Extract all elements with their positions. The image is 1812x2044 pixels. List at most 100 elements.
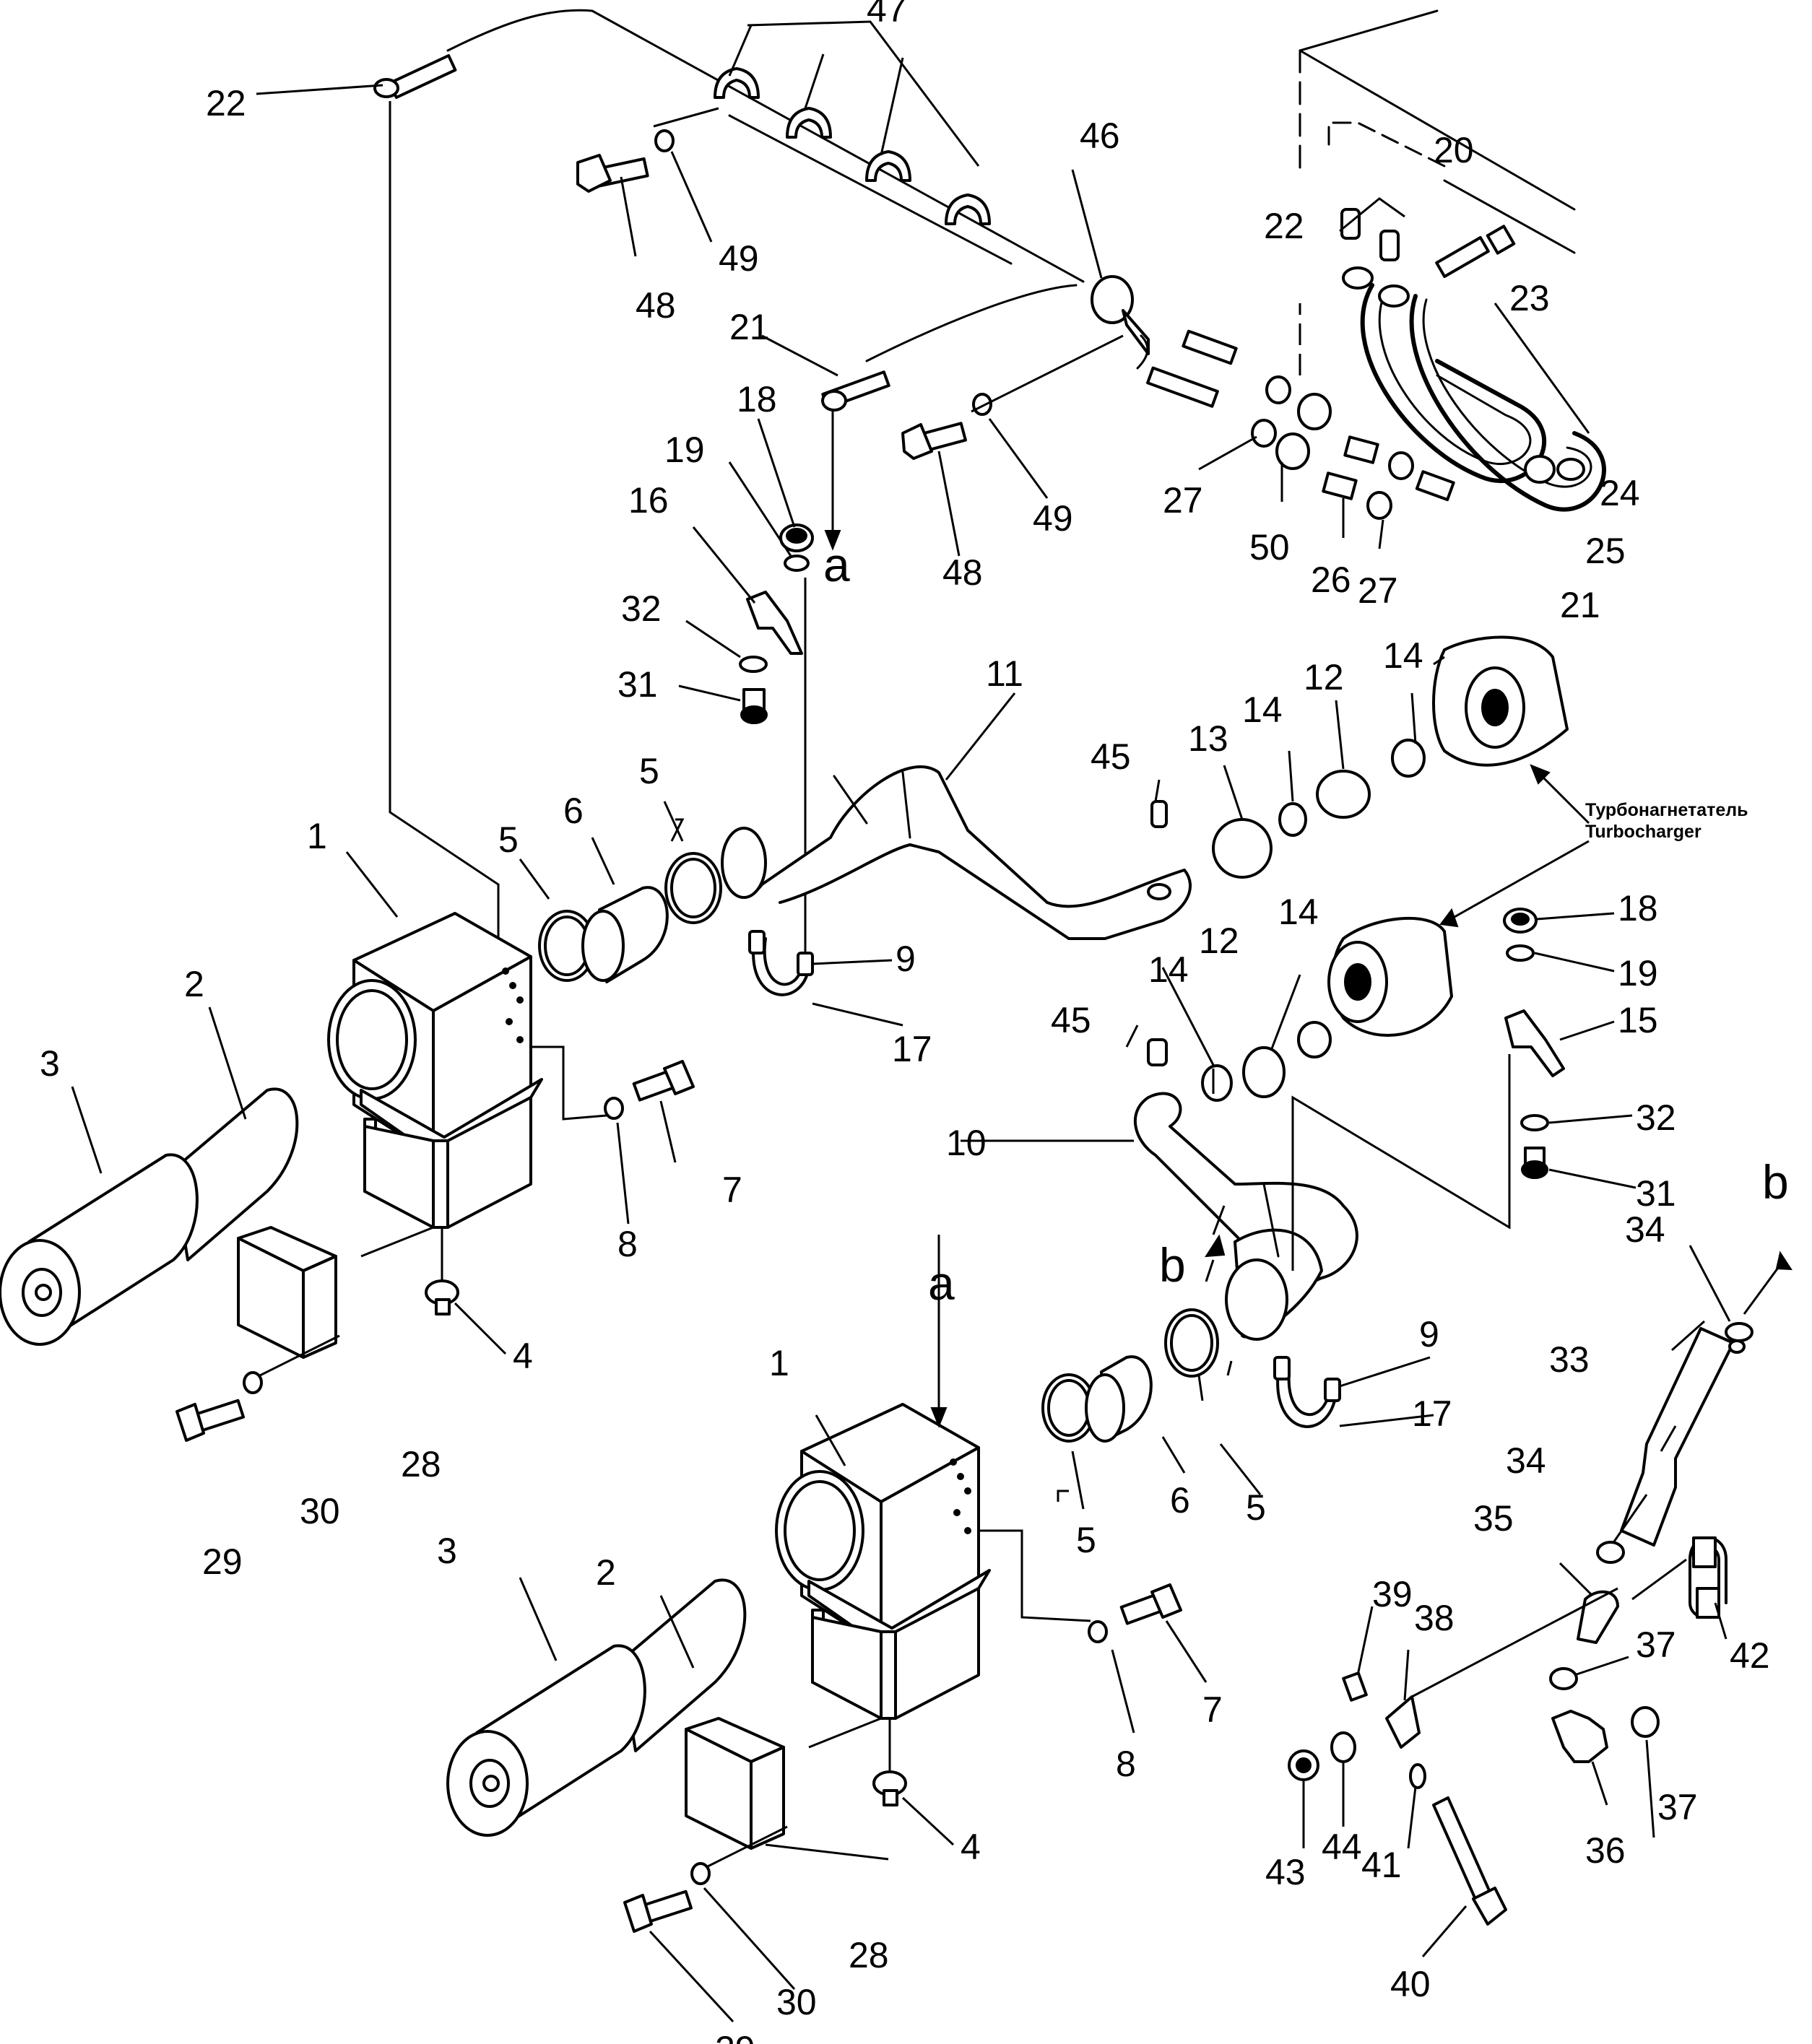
callout-19-right: 19 <box>1618 953 1658 993</box>
letter-markers: a a b b <box>823 538 1789 1310</box>
callout-9-lower: 9 <box>1419 1314 1439 1354</box>
callout-42: 42 <box>1730 1635 1770 1676</box>
callout-49-top: 49 <box>719 238 759 279</box>
upper-return-line <box>446 9 1085 362</box>
callout-27-right: 27 <box>1358 570 1398 611</box>
callout-32-top: 32 <box>621 588 662 629</box>
turbocharger-label-ru: Турбонагнетатель <box>1585 800 1748 820</box>
callout-4-lower: 4 <box>961 1827 981 1867</box>
callout-29-top: 29 <box>202 1541 243 1582</box>
drain-group-33-44 <box>1288 1251 1793 1926</box>
callout-14-c: 14 <box>1278 892 1319 932</box>
callout-22-top: 22 <box>206 83 246 123</box>
callout-18-right: 18 <box>1618 888 1658 929</box>
callout-16: 16 <box>628 480 669 521</box>
callout-48-mid: 48 <box>942 552 983 593</box>
callout-25: 25 <box>1585 531 1626 571</box>
marker-b-left: b <box>1159 1238 1186 1292</box>
callout-39: 39 <box>1372 1574 1413 1614</box>
callout-1-lower: 1 <box>769 1343 789 1383</box>
callout-48-top: 48 <box>636 285 676 326</box>
callout-10: 10 <box>946 1123 987 1163</box>
callout-8-top: 8 <box>617 1224 638 1264</box>
callout-23: 23 <box>1509 278 1550 318</box>
fitting-22 <box>373 54 457 99</box>
callout-9-top: 9 <box>896 939 916 979</box>
callout-7-lower: 7 <box>1202 1689 1223 1730</box>
callout-45-top: 45 <box>1091 736 1131 777</box>
callout-47: 47 <box>867 0 907 30</box>
callout-20: 20 <box>1434 130 1474 170</box>
marker-b-right: b <box>1762 1155 1789 1209</box>
callout-31-right: 31 <box>1636 1173 1676 1214</box>
fittings-20-23 <box>1339 197 1516 308</box>
leader-lines <box>71 84 1731 2023</box>
callout-33: 33 <box>1549 1339 1590 1380</box>
callout-50: 50 <box>1249 527 1290 567</box>
callout-49-mid: 49 <box>1033 498 1073 539</box>
callout-37-top: 37 <box>1636 1625 1676 1665</box>
callout-27-left: 27 <box>1163 480 1203 521</box>
callout-35: 35 <box>1473 1498 1514 1539</box>
callout-22-right: 22 <box>1264 206 1304 246</box>
callout-36: 36 <box>1585 1830 1626 1871</box>
callout-12-lower: 12 <box>1199 921 1239 961</box>
callout-41: 41 <box>1361 1845 1402 1885</box>
callout-14-a: 14 <box>1242 690 1283 730</box>
turbocharger-lower <box>1327 764 1590 1037</box>
callout-21-right: 21 <box>1560 585 1600 625</box>
callout-4-top: 4 <box>513 1336 533 1376</box>
callout-37-lower: 37 <box>1657 1787 1698 1827</box>
fitting-21-left <box>821 370 890 412</box>
nuts-24-25-27-50 <box>1198 303 1590 549</box>
marker-a-top: a <box>823 538 850 591</box>
engine-outline <box>1299 9 1576 254</box>
callout-3-top: 3 <box>40 1043 60 1084</box>
callout-3-lower: 3 <box>437 1531 457 1571</box>
callout-14-d: 14 <box>1148 949 1189 990</box>
callout-38: 38 <box>1414 1598 1455 1638</box>
callout-24: 24 <box>1600 473 1640 513</box>
callout-31-top: 31 <box>617 664 658 705</box>
callout-34-lower: 34 <box>1506 1440 1546 1481</box>
bolt-48-washer-49-top <box>576 107 719 193</box>
callout-34-top: 34 <box>1625 1209 1665 1250</box>
callout-28-top: 28 <box>401 1444 441 1484</box>
callout-6-lower: 6 <box>1170 1480 1190 1521</box>
bolt-48-washer-49-mid <box>901 334 1124 460</box>
callout-45-lower: 45 <box>1051 1000 1091 1040</box>
air-cleaner-top <box>0 635 1569 1442</box>
callout-15: 15 <box>1618 1000 1658 1040</box>
callout-5-b: 5 <box>639 751 659 791</box>
callout-2-lower: 2 <box>596 1552 616 1593</box>
pipe-10-group <box>1041 908 1565 1443</box>
callout-12-top: 12 <box>1304 657 1344 697</box>
callout-11: 11 <box>986 653 1023 694</box>
callout-19-top: 19 <box>664 430 705 470</box>
callout-1-top: 1 <box>307 816 327 856</box>
hose-17-upper <box>748 930 814 996</box>
callout-44: 44 <box>1322 1827 1362 1867</box>
callout-32-right: 32 <box>1636 1097 1676 1138</box>
callout-numbers: 47 22 48 49 46 21 20 22 23 24 25 21 27 5… <box>40 0 1770 2044</box>
marker-a-lower: a <box>928 1256 955 1310</box>
callout-2-top: 2 <box>184 964 204 1004</box>
callout-17-top: 17 <box>892 1029 932 1069</box>
turbocharger-label-en: Turbocharger <box>1585 822 1702 842</box>
callout-26: 26 <box>1311 560 1351 600</box>
clamps-47 <box>714 20 991 225</box>
callout-5-c: 5 <box>1246 1487 1266 1528</box>
callout-40: 40 <box>1390 1964 1431 2004</box>
callout-29-lower: 29 <box>715 2029 755 2044</box>
callout-14-b: 14 <box>1383 635 1423 676</box>
callout-46: 46 <box>1080 116 1120 156</box>
turbocharger-label: Турбонагнетатель Turbocharger <box>1585 800 1748 842</box>
callout-18-top: 18 <box>737 379 777 419</box>
air-cleaner-bottom <box>446 1403 1182 1933</box>
callout-6-top: 6 <box>563 791 584 831</box>
callout-30-top: 30 <box>300 1491 340 1531</box>
bracket-16-group <box>739 412 841 957</box>
callout-28-lower: 28 <box>849 1935 889 1975</box>
callout-21-left: 21 <box>729 307 770 347</box>
